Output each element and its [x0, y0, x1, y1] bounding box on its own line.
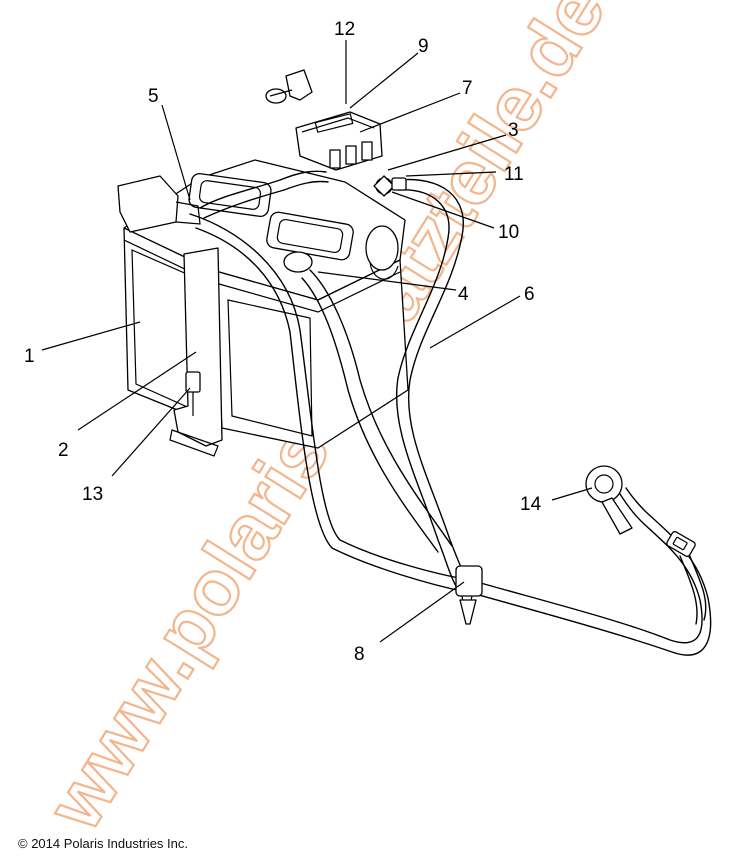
callout-labels: 1 2 3 4 5 6 7 8 9 10 11 12 13 14: [24, 19, 542, 665]
callout-9: 9: [418, 36, 429, 57]
callout-4: 4: [458, 284, 469, 305]
fuse-holder-assembly: [265, 69, 383, 171]
callout-13: 13: [82, 484, 103, 505]
callout-6: 6: [524, 284, 535, 305]
terminal-bolts: [373, 175, 407, 197]
battery: [117, 159, 409, 449]
callout-10: 10: [498, 222, 519, 243]
cable-clamp: [455, 565, 483, 625]
harness-connector: [666, 531, 696, 557]
callout-7: 7: [462, 78, 473, 99]
callout-8: 8: [354, 644, 365, 665]
leader-lines: [41, 40, 593, 643]
callout-5: 5: [148, 86, 159, 107]
callout-11: 11: [504, 164, 524, 185]
callout-3: 3: [508, 120, 519, 141]
copyright-notice: © 2014 Polaris Industries Inc.: [18, 836, 188, 851]
battery-cables: [189, 170, 712, 656]
callout-2: 2: [58, 440, 69, 461]
ring-terminal: [585, 465, 633, 535]
callout-14: 14: [520, 494, 542, 515]
hold-down-strap: [169, 247, 223, 457]
callout-12: 12: [334, 19, 355, 40]
callout-1: 1: [24, 346, 35, 367]
